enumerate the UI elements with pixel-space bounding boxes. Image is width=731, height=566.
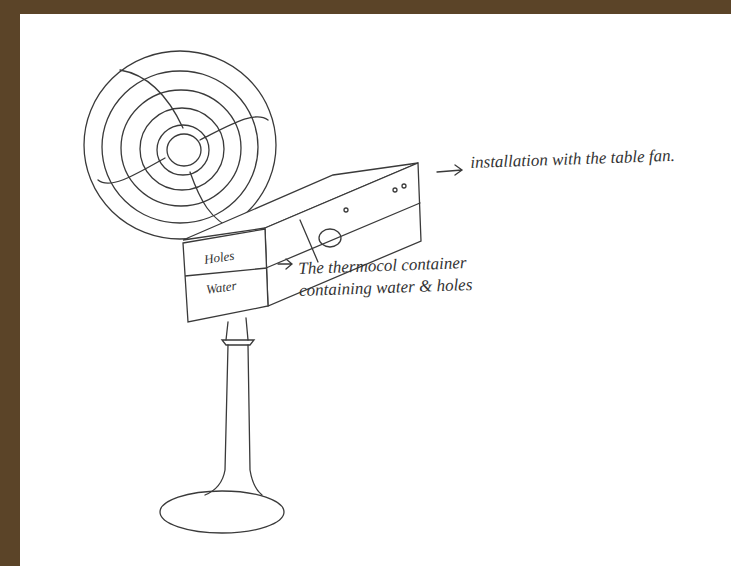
box-mark xyxy=(300,220,318,262)
stand-pole xyxy=(205,345,262,495)
stand-base xyxy=(160,491,284,533)
leader-arrow xyxy=(278,259,292,269)
fan-guard-ring xyxy=(102,71,258,223)
fan-guard-ring xyxy=(140,108,224,190)
fan-blade xyxy=(98,158,165,183)
face-border xyxy=(183,229,268,322)
fan-guard-ring xyxy=(157,125,209,175)
fan-hub-through-box xyxy=(319,229,341,247)
stand-neck xyxy=(226,318,248,340)
water-line xyxy=(185,268,267,276)
hole xyxy=(344,208,348,212)
fan-blade xyxy=(120,70,183,128)
fan-blade xyxy=(200,117,268,140)
stand-collar xyxy=(222,340,254,345)
callout-note: installation with the table fan. xyxy=(470,144,706,174)
leader-arrow xyxy=(437,165,462,175)
hole xyxy=(402,184,406,188)
hole xyxy=(393,188,397,192)
container-front-face: HolesWater xyxy=(183,226,271,324)
fan-guard-ring xyxy=(121,90,241,206)
fan-guard xyxy=(84,51,276,239)
fan-hub xyxy=(167,134,201,166)
face-outline xyxy=(183,226,271,324)
callout-note: The thermocol container containing water… xyxy=(298,250,521,302)
